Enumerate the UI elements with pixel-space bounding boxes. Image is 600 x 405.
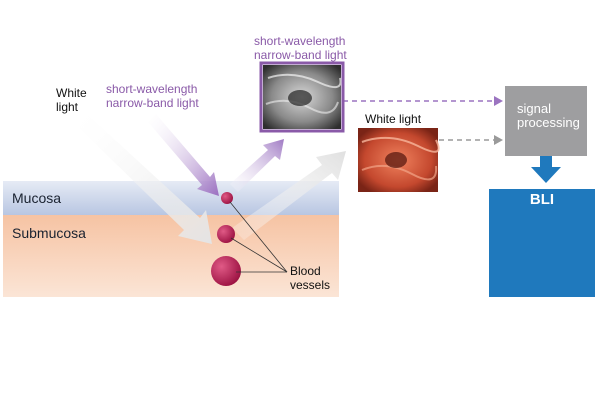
white-light-signal-arrow bbox=[439, 135, 503, 145]
output-arrow bbox=[531, 156, 561, 183]
narrow-band-signal-arrow bbox=[343, 96, 503, 106]
white-light-reflection-arrow bbox=[232, 151, 346, 240]
narrow-band-reflection-arrow bbox=[230, 139, 284, 192]
white-light-image-label: White light bbox=[365, 112, 422, 126]
narrow-band-label-reflected: short-wavelength narrow-band light bbox=[254, 34, 347, 62]
white-light-image bbox=[358, 128, 440, 192]
narrow-band-image bbox=[259, 61, 345, 133]
mucosa-label: Mucosa bbox=[12, 190, 62, 206]
bli-title: BLI bbox=[529, 191, 555, 208]
vessel-pointer-lines bbox=[229, 201, 288, 273]
white-light-arrow bbox=[78, 115, 212, 244]
white-light-label: White light bbox=[56, 86, 87, 114]
blood-vessels-label: Blood vessels bbox=[290, 264, 331, 292]
submucosa-label: Submucosa bbox=[12, 225, 86, 241]
submucosa-layer bbox=[3, 215, 339, 297]
blood-vessel-large bbox=[211, 256, 241, 286]
bli-panel: BLI bbox=[489, 189, 595, 297]
signal-processing-box: signal processing bbox=[505, 86, 587, 156]
blood-vessel-small bbox=[221, 192, 233, 204]
narrow-band-arrow bbox=[148, 114, 219, 196]
narrow-band-label-incident: short-wavelength narrow-band light bbox=[106, 82, 199, 110]
blood-vessel-medium bbox=[217, 225, 235, 243]
